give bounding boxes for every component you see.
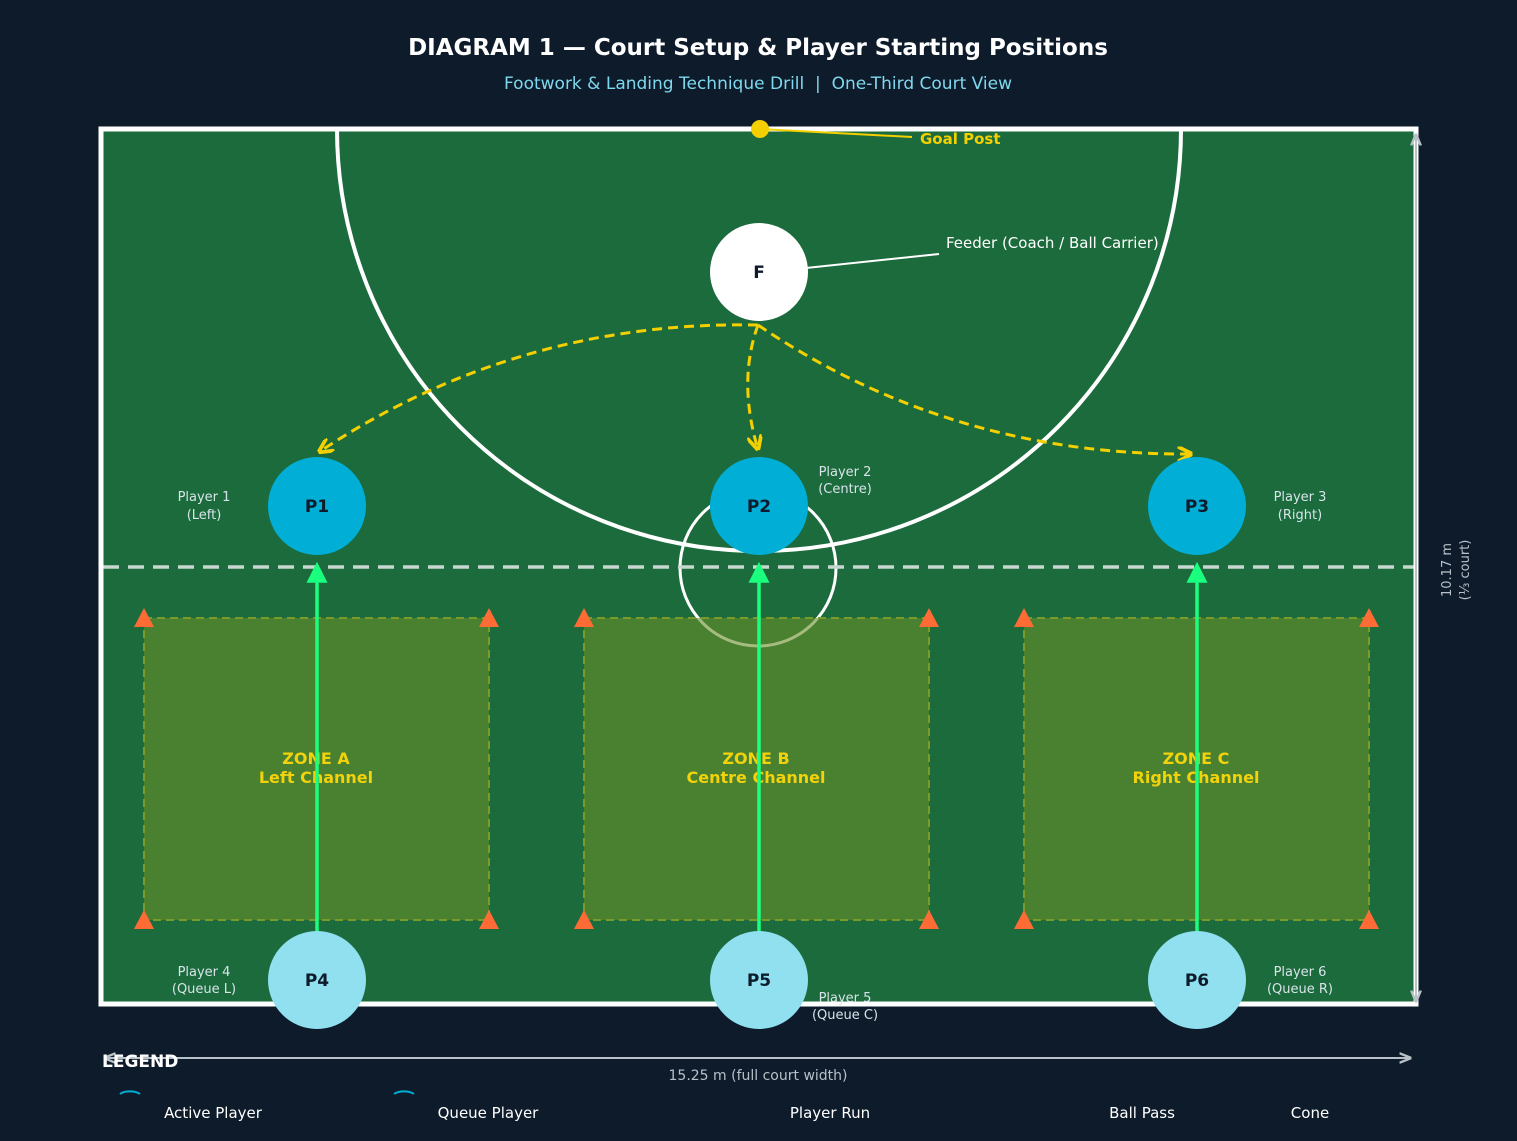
cone-marker (1359, 608, 1379, 627)
player-2-marker (710, 457, 808, 555)
player-4-label: Player 4 (178, 965, 231, 980)
court-height-label: 10.17 m (1440, 543, 1455, 597)
cone-marker (479, 608, 499, 627)
feeder-marker (710, 223, 808, 321)
player-5-label: Player 5 (819, 991, 872, 1006)
legend-queue-player-swatch (393, 1090, 415, 1095)
cone-marker (574, 608, 594, 627)
goal-post-label: Goal Post (920, 130, 1001, 148)
legend-queue-player-label: Queue Player (438, 1104, 540, 1122)
feeder-label: Feeder (Coach / Ball Carrier) (946, 234, 1159, 252)
player-4-role: (Queue L) (172, 982, 236, 997)
player-4-marker (268, 931, 366, 1029)
page-title: DIAGRAM 1 — Court Setup & Player Startin… (408, 35, 1108, 61)
player-1-role: (Left) (187, 508, 222, 523)
ball-pass-arrow-right (757, 323, 1188, 454)
player-5-role: (Queue C) (812, 1008, 878, 1023)
zone-b-name: ZONE B (722, 749, 789, 768)
cone-marker (919, 910, 939, 929)
player-6-label: Player 6 (1274, 965, 1327, 980)
cone-marker (479, 910, 499, 929)
player-2-marker-label: P2 (747, 497, 771, 517)
cone-marker (1014, 910, 1034, 929)
player-6-marker-label: P6 (1185, 971, 1209, 991)
player-1-marker-label: P1 (305, 497, 329, 517)
player-4-marker-label: P4 (305, 971, 329, 991)
legend-title: LEGEND (102, 1052, 178, 1072)
player-1-marker (268, 457, 366, 555)
player-5-marker (710, 931, 808, 1029)
player-2-label: Player 2 (819, 465, 872, 480)
feeder-marker-label: F (753, 263, 765, 283)
player-3-label: Player 3 (1274, 490, 1327, 505)
legend-ball-pass-label: Ball Pass (1109, 1104, 1175, 1122)
player-3-marker-label: P3 (1185, 497, 1209, 517)
legend-cone-label: Cone (1291, 1104, 1329, 1122)
player-1-label: Player 1 (178, 490, 231, 505)
player-5-marker-label: P5 (747, 971, 771, 991)
player-3-marker (1148, 457, 1246, 555)
cone-marker (919, 608, 939, 627)
cone-marker (134, 910, 154, 929)
page-subtitle: Footwork & Landing Technique Drill | One… (504, 74, 1012, 94)
goal-post-marker (751, 120, 769, 138)
player-6-marker (1148, 931, 1246, 1029)
player-2-role: (Centre) (818, 482, 872, 497)
legend-active-player-label: Active Player (164, 1104, 263, 1122)
cone-marker (1359, 910, 1379, 929)
court-width-label: 15.25 m (full court width) (669, 1068, 848, 1084)
player-6-role: (Queue R) (1267, 982, 1333, 997)
feeder-pointer (805, 253, 940, 269)
court-height-note: (⅓ court) (1458, 540, 1473, 601)
goal-post-pointer (759, 128, 913, 138)
cone-marker (574, 910, 594, 929)
cone-marker (1014, 608, 1034, 627)
cone-marker (134, 608, 154, 627)
ball-pass-arrow-left (322, 323, 759, 450)
player-3-role: (Right) (1278, 508, 1322, 523)
legend-player-run-label: Player Run (790, 1104, 870, 1122)
zone-b-channel: Centre Channel (687, 768, 826, 787)
zone-b-area (583, 617, 930, 921)
legend-active-player-swatch (119, 1090, 141, 1095)
